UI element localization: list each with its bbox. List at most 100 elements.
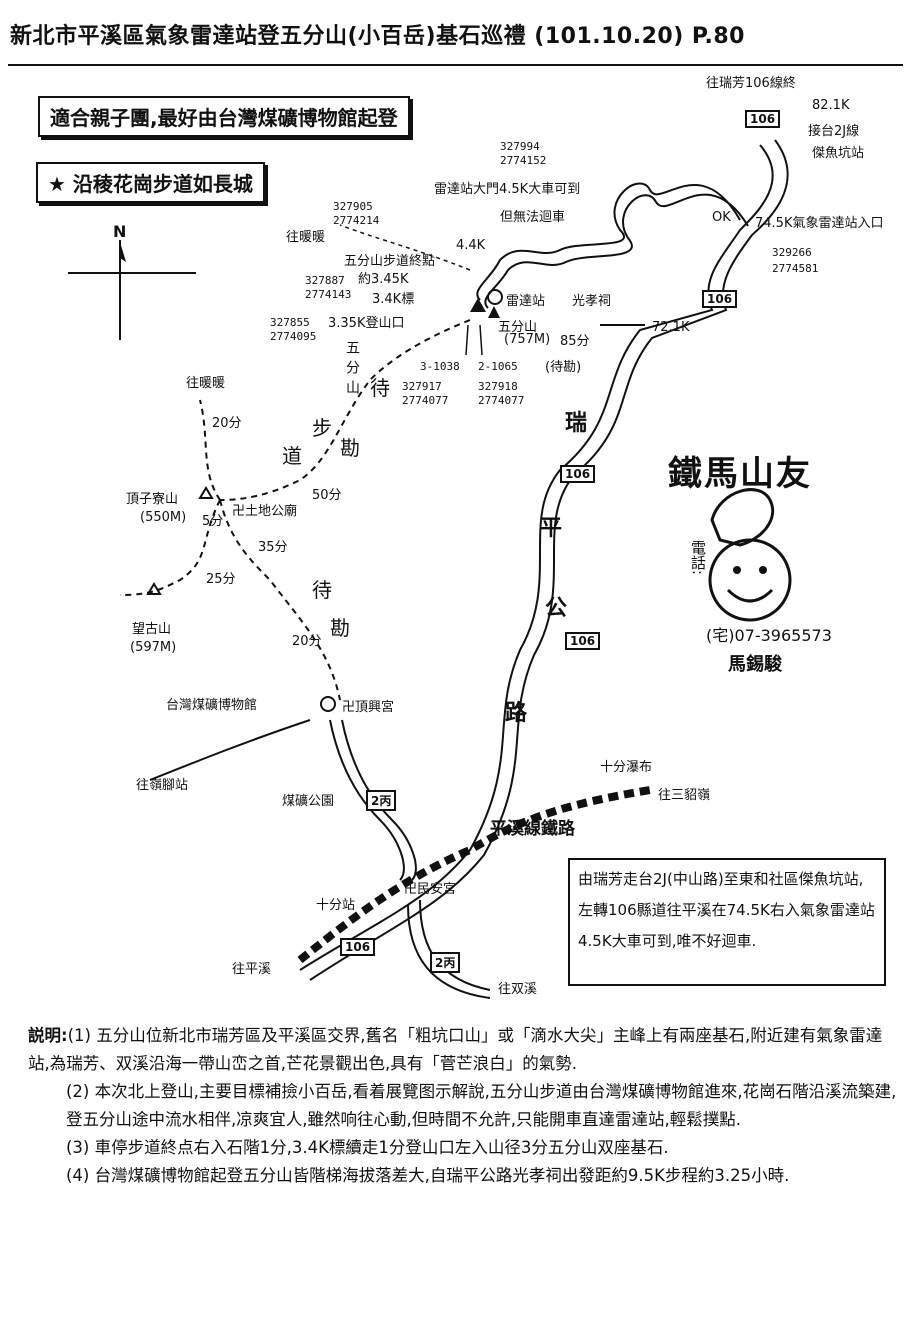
label-gate-coord2: 2774152: [500, 154, 547, 167]
note-4-text: 台灣煤礦博物館起登五分山皆階梯海拔落差大,自瑞平公路光孝祠出發距約9.5K步程約…: [94, 1166, 790, 1185]
label-anan: 卍民安宮: [404, 882, 457, 897]
label-s3b: 2774077: [402, 394, 449, 407]
label-trail-wufenshan: 五分山: [344, 340, 360, 400]
road-shield-106-b: 106: [702, 290, 738, 308]
label-ok: OK: [712, 210, 731, 225]
label-mid-kan: 勘: [330, 616, 350, 640]
label-trail-end: 五分山步道終點: [344, 254, 436, 269]
label-min5: 5分: [202, 514, 224, 529]
note-2: (2) 本次北上登山,主要目標補撿小百岳,看着展覽图示解說,五分山步道由台灣煤礦…: [66, 1078, 898, 1134]
label-min25: 25分: [206, 572, 236, 587]
label-min20b: 20分: [292, 634, 322, 649]
label-c1b: 2774143: [305, 288, 352, 301]
label-s2b: 2774077: [478, 394, 525, 407]
label-to-nuannuan-top: 往暖暖: [286, 230, 326, 245]
label-tudi: 卍土地公廟: [232, 504, 298, 519]
label-dingzi-h: (550M): [140, 510, 187, 525]
title-underline: [8, 64, 903, 66]
label-radar-station: 雷達站: [506, 294, 546, 309]
logo-phone-number: (宅)07-3965573: [706, 626, 832, 645]
road-shield-106-top: 106: [745, 110, 781, 128]
label-wufen-height: (757M): [504, 332, 551, 347]
compass-north-label: N: [113, 222, 127, 241]
note-4-number: (4): [66, 1166, 90, 1185]
label-pingxi-rail: 平溪線鐵路: [490, 819, 575, 839]
banner-trail: ★ 沿稜花崗步道如長城: [36, 162, 265, 203]
label-road-lu: 路: [505, 701, 528, 726]
label-c1a: 327887: [305, 274, 345, 287]
label-to-ruifang: 往瑞芳106線終: [706, 76, 796, 91]
label-mid-dai: 待: [312, 578, 332, 602]
label-stone2: 2-1065: [478, 360, 518, 373]
road-shield-106-d: 106: [565, 632, 601, 650]
label-s3a: 327917: [402, 380, 442, 393]
note-1: 説明:(1) 五分山位新北市瑞芳區及平溪區交界,舊名「粗坑口山」或「滴水大尖」主…: [28, 1022, 898, 1078]
label-min50: 50分: [312, 488, 342, 503]
label-nn-coord1: 327905: [333, 200, 373, 213]
label-to-nuannuan-left: 往暖暖: [186, 376, 226, 391]
label-min85: 85分: [560, 334, 590, 349]
note-4: (4) 台灣煤礦博物館起登五分山皆階梯海拔落差大,自瑞平公路光孝祠出發距約9.5…: [66, 1162, 898, 1190]
label-c2a: 327855: [270, 316, 310, 329]
label-to-pingxi: 往平溪: [232, 962, 272, 977]
label-ruifang-link2: 傑魚坑站: [812, 146, 865, 161]
label-radar-gate2: 但無法迴車: [500, 210, 566, 225]
label-radar-gate: 雷達站大門4.5K大車可到: [434, 182, 581, 197]
banner-family: 適合親子團,最好由台灣煤礦博物館起登: [38, 96, 410, 137]
label-km44: 4.4K: [456, 238, 486, 253]
label-entrance-coord2: 2774581: [772, 262, 819, 275]
label-km335: 3.35K登山口: [328, 316, 405, 331]
note-1-text: 五分山位新北市瑞芳區及平溪區交界,舊名「粗坑口山」或「滴水大尖」主峰上有兩座基石…: [28, 1026, 883, 1073]
label-road-gong: 公: [545, 596, 568, 621]
label-km721: 72.1K: [652, 320, 690, 335]
label-to-shuangxi: 往双溪: [498, 982, 538, 997]
label-shifen-falls: 十分瀑布: [600, 760, 653, 775]
label-road-rui: 瑞: [565, 411, 588, 436]
label-nn-coord2: 2774214: [333, 214, 380, 227]
label-museum: 台灣煤礦博物館: [166, 698, 258, 713]
label-km34: 3.4K標: [372, 292, 415, 307]
road-shield-2bing-b: 2丙: [430, 952, 461, 973]
label-min35: 35分: [258, 540, 288, 555]
notes-section: 説明:(1) 五分山位新北市瑞芳區及平溪區交界,舊名「粗坑口山」或「滴水大尖」主…: [28, 1022, 898, 1190]
logo-name: 鐵馬山友: [668, 454, 812, 494]
label-shifen-station: 十分站: [316, 898, 356, 913]
logo-author: 馬錫駿: [728, 654, 782, 675]
label-coal-park: 煤礦公園: [282, 794, 335, 809]
label-wufen-peak: 五分山: [498, 320, 538, 335]
label-trail-end-km: 約3.45K: [358, 272, 409, 287]
label-wanggu-h: (597M): [130, 640, 177, 655]
page-title: 新北市平溪區氣象雷達站登五分山(小百岳)基石巡禮 (101.10.20) P.8…: [10, 24, 745, 49]
label-dingzi: 頂子寮山: [126, 492, 179, 507]
road-shield-2bing-a: 2丙: [366, 790, 397, 811]
road-shield-106-e: 106: [340, 938, 376, 956]
label-ruifang-link1: 接台2J線: [808, 124, 860, 139]
label-to-sandiaoling: 往三貂嶺: [658, 788, 711, 803]
note-3-text: 車停步道終点右入石階1分,3.4K標續走1分登山口左入山径3分五分山双座基石.: [94, 1138, 669, 1157]
label-trail-bu: 步: [312, 416, 332, 440]
label-entrance-coord1: 329266: [772, 246, 812, 259]
note-1-number: (1): [67, 1026, 91, 1045]
label-to-lingjiao: 往嶺腳站: [136, 778, 189, 793]
note-3: (3) 車停步道終点右入石階1分,3.4K標續走1分登山口左入山径3分五分山双座…: [66, 1134, 898, 1162]
label-road-ping: 平: [540, 516, 563, 541]
label-dingding: 卍頂興宮: [342, 700, 395, 715]
road-shield-106-c: 106: [560, 465, 596, 483]
note-2-text: 本次北上登山,主要目標補撿小百岳,看着展覽图示解說,五分山步道由台灣煤礦博物館進…: [66, 1082, 897, 1129]
note-2-number: (2): [66, 1082, 90, 1101]
label-guangxiao: 光孝祠: [572, 294, 612, 309]
label-s2a: 327918: [478, 380, 518, 393]
label-ruifang-km: 82.1K: [812, 98, 850, 113]
route-info-box: 由瑞芳走台2J(中山路)至東和社區傑魚坑站,左轉106縣道往平溪在74.5K右入…: [568, 858, 886, 986]
label-entrance: 74.5K氣象雷達站入口: [755, 216, 884, 231]
label-trail-kan: 勘: [340, 436, 360, 460]
label-wait-note: (待勘): [545, 360, 582, 375]
label-trail-dao: 道: [282, 444, 302, 468]
label-gate-coord1: 327994: [500, 140, 540, 153]
note-3-number: (3): [66, 1138, 90, 1157]
label-c2b: 2774095: [270, 330, 317, 343]
notes-heading: 説明:: [28, 1026, 68, 1045]
logo-phone-label: 電話:: [689, 540, 707, 576]
label-trail-dai: 待: [370, 376, 390, 400]
